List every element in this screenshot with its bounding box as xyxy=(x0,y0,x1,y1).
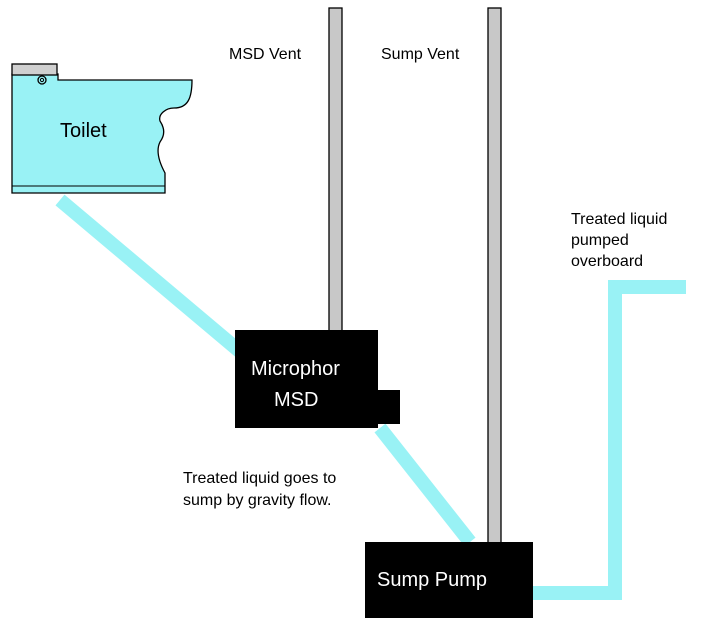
microphor-msd: Microphor MSD xyxy=(235,330,400,428)
gravity-flow-note: Treated liquid goes to sump by gravity f… xyxy=(183,470,336,509)
msd-box xyxy=(235,330,400,428)
sump-vent-pipe xyxy=(487,7,502,549)
toilet-to-msd-pipe xyxy=(55,194,255,366)
sump-vent-label: Sump Vent xyxy=(381,46,460,63)
msd-vent-pipe xyxy=(328,7,343,334)
toilet: Toilet xyxy=(11,63,193,194)
overboard-pipe xyxy=(533,280,686,600)
toilet-tank-lid xyxy=(11,63,58,76)
toilet-knob-icon xyxy=(37,75,47,85)
pipes xyxy=(55,194,686,600)
gravity-note-line2: sump by gravity flow. xyxy=(183,492,332,509)
sump-pump: Sump Pump xyxy=(365,542,533,618)
sump-pump-box xyxy=(365,542,533,618)
msd-to-sump-pipe xyxy=(374,423,476,547)
overboard-note-line1: Treated liquid xyxy=(571,211,667,228)
sump-pump-label: Sump Pump xyxy=(377,569,487,591)
toilet-body xyxy=(11,73,193,194)
toilet-knob-inner-icon xyxy=(39,77,45,83)
msd-vent-label: MSD Vent xyxy=(229,46,302,63)
msd-label-line1: Microphor xyxy=(251,358,340,380)
overboard-note-line2: pumped xyxy=(571,232,629,249)
toilet-label: Toilet xyxy=(60,120,107,142)
overboard-note-line3: overboard xyxy=(571,253,643,270)
msd-label-line2: MSD xyxy=(274,389,318,411)
overboard-note: Treated liquid pumped overboard xyxy=(571,211,667,270)
gravity-note-line1: Treated liquid goes to xyxy=(183,470,336,487)
